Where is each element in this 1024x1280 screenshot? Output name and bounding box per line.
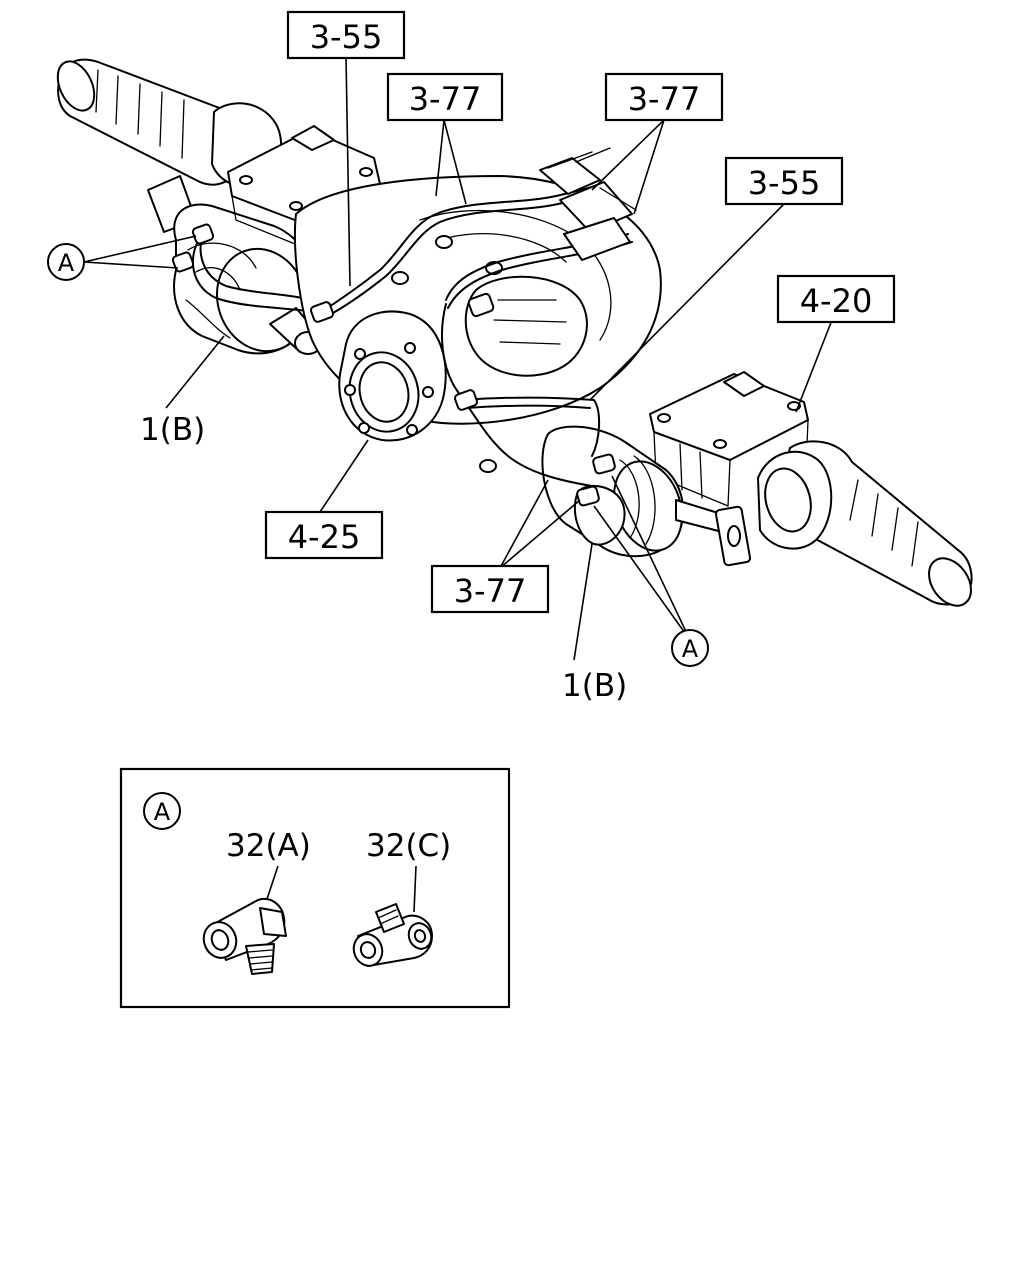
air-pipe-runs	[309, 147, 637, 487]
callout-4-25: 4-25	[264, 510, 384, 560]
marker-a-left: A	[47, 243, 85, 281]
part-label-32a: 32(A)	[226, 828, 311, 864]
elbow-fitting-32c-icon	[352, 903, 433, 967]
callout-3-77-bottom-label: 3-77	[454, 572, 527, 610]
part-label-32c: 32(C)	[366, 828, 451, 864]
part-label-1b-left: 1(B)	[140, 412, 205, 448]
elbow-fitting-32a-icon	[202, 898, 287, 975]
callout-3-77-left: 3-77	[386, 72, 504, 122]
marker-a-left-label: A	[58, 249, 75, 277]
callout-3-77-left-label: 3-77	[409, 80, 482, 118]
input-flange	[338, 310, 447, 442]
marker-a-right-label: A	[682, 635, 699, 663]
detail-a-marker-label: A	[154, 798, 171, 826]
callout-4-25-label: 4-25	[288, 518, 361, 556]
detail-a-panel: A 32(A) 32(C)	[119, 767, 511, 1009]
detail-a-marker: A	[143, 792, 181, 830]
callout-4-20: 4-20	[776, 274, 896, 324]
part-label-1b-bottom: 1(B)	[562, 668, 627, 704]
callout-3-77-bottom: 3-77	[430, 564, 550, 614]
callout-3-55-top-label: 3-55	[310, 18, 383, 56]
axle-housing-illustration	[56, 58, 973, 607]
left-axle-tube	[56, 58, 283, 188]
callout-3-55-right-label: 3-55	[748, 164, 821, 202]
callout-3-77-right-label: 3-77	[628, 80, 701, 118]
marker-a-right: A	[671, 629, 709, 667]
callout-3-55-top: 3-55	[286, 10, 406, 60]
leader-lines	[83, 57, 833, 661]
callout-3-77-right: 3-77	[604, 72, 724, 122]
right-axle-tube	[757, 440, 973, 607]
callout-3-55-right: 3-55	[724, 156, 844, 206]
callout-4-20-label: 4-20	[800, 282, 873, 320]
right-brake-chamber	[541, 425, 752, 567]
left-brake-chamber	[147, 175, 322, 355]
